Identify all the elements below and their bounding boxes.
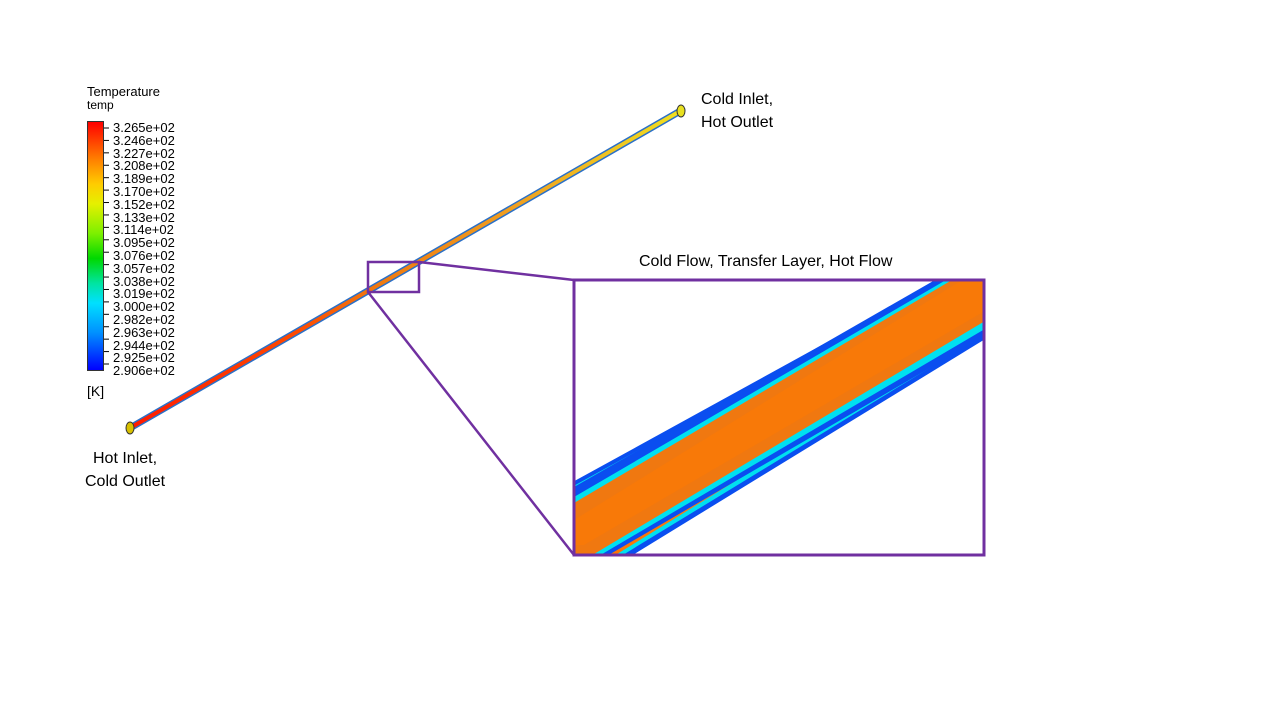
colorbar-tick-label: 3.057e+02 [113,260,175,276]
heat-exchanger-pipe [126,106,686,432]
colorbar-tick-label: 3.076e+02 [113,247,175,263]
zoom-title: Cold Flow, Transfer Layer, Hot Flow [639,253,893,270]
colorbar-tick-label: 2.982e+02 [113,311,175,327]
legend-title: Temperature [87,84,160,99]
colorbar-tick-label: 3.019e+02 [113,286,175,302]
zoom-source-box [366,260,421,294]
legend-subtitle: temp [87,98,114,112]
colorbar-tick-label: 3.189e+02 [113,171,175,187]
cold-inlet-label-line1: Cold Inlet, [701,91,774,108]
cold-inlet-label-line2: Hot Outlet [701,114,774,131]
colorbar-tick-label: 3.000e+02 [113,299,175,315]
cold-inlet-label: Cold Inlet, Hot Outlet [701,88,773,134]
hot-inlet-label-line1: Hot Inlet, [93,450,158,467]
colorbar-tick-label: 2.925e+02 [113,350,175,366]
colorbar-tick-label: 3.114e+02 [113,222,174,238]
colorbar-tick-label: 3.038e+02 [113,273,175,289]
colorbar-tick-label: 3.170e+02 [113,183,175,199]
colorbar-tick-label: 3.265e+02 [113,120,175,135]
colorbar-ticks [104,127,109,365]
colorbar-tick-label: 3.227e+02 [113,145,175,161]
hot-inlet-label-line2: Cold Outlet [85,473,166,490]
colorbar-tick-label: 3.133e+02 [113,209,175,225]
colorbar-tick-label: 3.208e+02 [113,158,175,174]
legend-unit: [K] [87,383,105,399]
colorbar-tick-label: 2.963e+02 [113,324,175,340]
cold-inlet-end-cap [676,104,686,118]
colorbar-tick-label: 3.095e+02 [113,235,175,251]
hot-inlet-label: Hot Inlet, Cold Outlet [85,447,165,493]
colorbar-tick-label: 2.944e+02 [113,337,175,353]
temperature-colorbar [87,121,104,371]
colorbar-tick-label: 2.906e+02 [113,363,175,379]
hot-inlet-end-cap [125,421,135,435]
zoom-inset-frame [572,278,986,557]
callout-connector-top [418,260,575,282]
colorbar-tick-label: 3.246e+02 [113,132,175,148]
callout-connector-bottom [367,291,575,556]
colorbar-tick-label: 3.152e+02 [113,196,175,212]
